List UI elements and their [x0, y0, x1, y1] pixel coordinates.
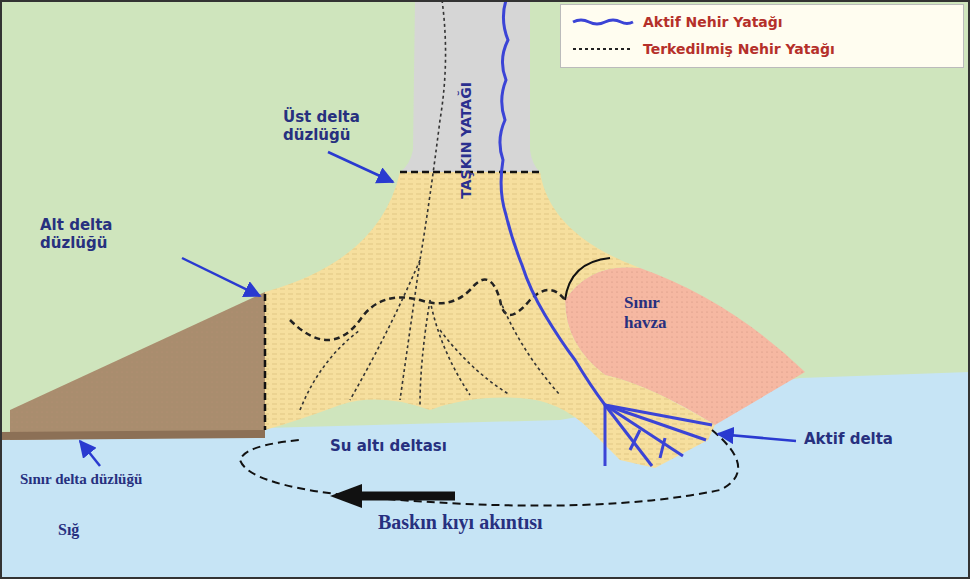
legend-line-sample: [571, 15, 635, 29]
region-label: Sınır delta düzlüğü: [20, 470, 142, 488]
channel-label: TAŞKIN YATAĞI: [458, 82, 475, 199]
legend-text: Aktif Nehir Yatağı: [643, 14, 783, 30]
legend-box: Aktif Nehir YatağıTerkedilmiş Nehir Yata…: [560, 4, 964, 68]
legend-line-sample: [571, 42, 635, 56]
region-label: Su altı deltası: [330, 437, 447, 455]
region-label: Aktif delta: [804, 430, 893, 448]
legend-row: Terkedilmiş Nehir Yatağı: [571, 37, 835, 61]
region-label: Sığ: [58, 520, 79, 539]
region-label: Alt delta düzlüğü: [40, 216, 150, 252]
legend-text: Terkedilmiş Nehir Yatağı: [643, 41, 835, 57]
legend-row: Aktif Nehir Yatağı: [571, 10, 783, 34]
region-label: Baskın kıyı akıntısı: [378, 510, 543, 534]
region-label: Üst delta düzlüğü: [283, 108, 393, 144]
region-label: Sınır havza: [624, 293, 704, 334]
